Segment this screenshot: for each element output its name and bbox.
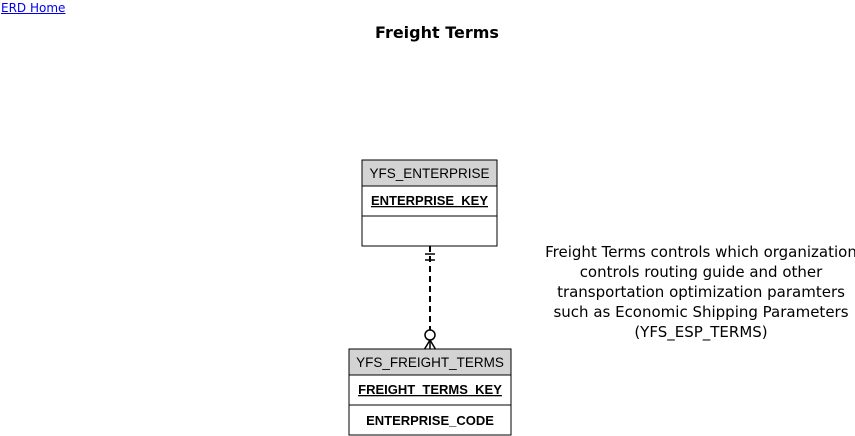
description-line: Freight Terms controls which organizatio…	[545, 243, 855, 261]
zero-circle	[424, 329, 436, 341]
description-line: such as Economic Shipping Parameters	[553, 303, 849, 321]
description-line: (YFS_ESP_TERMS)	[634, 323, 768, 341]
entity-name: YFS_FREIGHT_TERMS	[356, 355, 504, 370]
description-line: controls routing guide and other	[579, 263, 823, 281]
entity-description: Freight Terms controls which organizatio…	[545, 242, 855, 342]
entity-attr-section	[348, 404, 512, 436]
entity-attr-section	[361, 215, 498, 247]
crowfoot-right	[429, 339, 437, 351]
crowfoot-left	[423, 339, 431, 351]
entity-name: YFS_ENTERPRISE	[369, 166, 489, 181]
entity-header-bg	[348, 348, 512, 376]
entity-primary-key: FREIGHT_TERMS_KEY	[358, 382, 502, 397]
page-title: Freight Terms	[375, 23, 499, 42]
relationship-connector	[423, 246, 437, 351]
erd-home-link[interactable]: ERD Home	[1, 1, 66, 15]
entity-yfs-freight-terms[interactable]: YFS_FREIGHT_TERMS FREIGHT_TERMS_KEY ENTE…	[348, 348, 512, 436]
description-line: transportation optimization paramters	[557, 283, 845, 301]
entity-pk-section	[348, 374, 512, 406]
entity-yfs-enterprise[interactable]: YFS_ENTERPRISE ENTERPRISE_KEY	[361, 159, 498, 247]
entity-primary-key: ENTERPRISE_KEY	[371, 193, 488, 208]
entity-attribute: ENTERPRISE_CODE	[366, 413, 494, 428]
entity-pk-section	[361, 185, 498, 217]
